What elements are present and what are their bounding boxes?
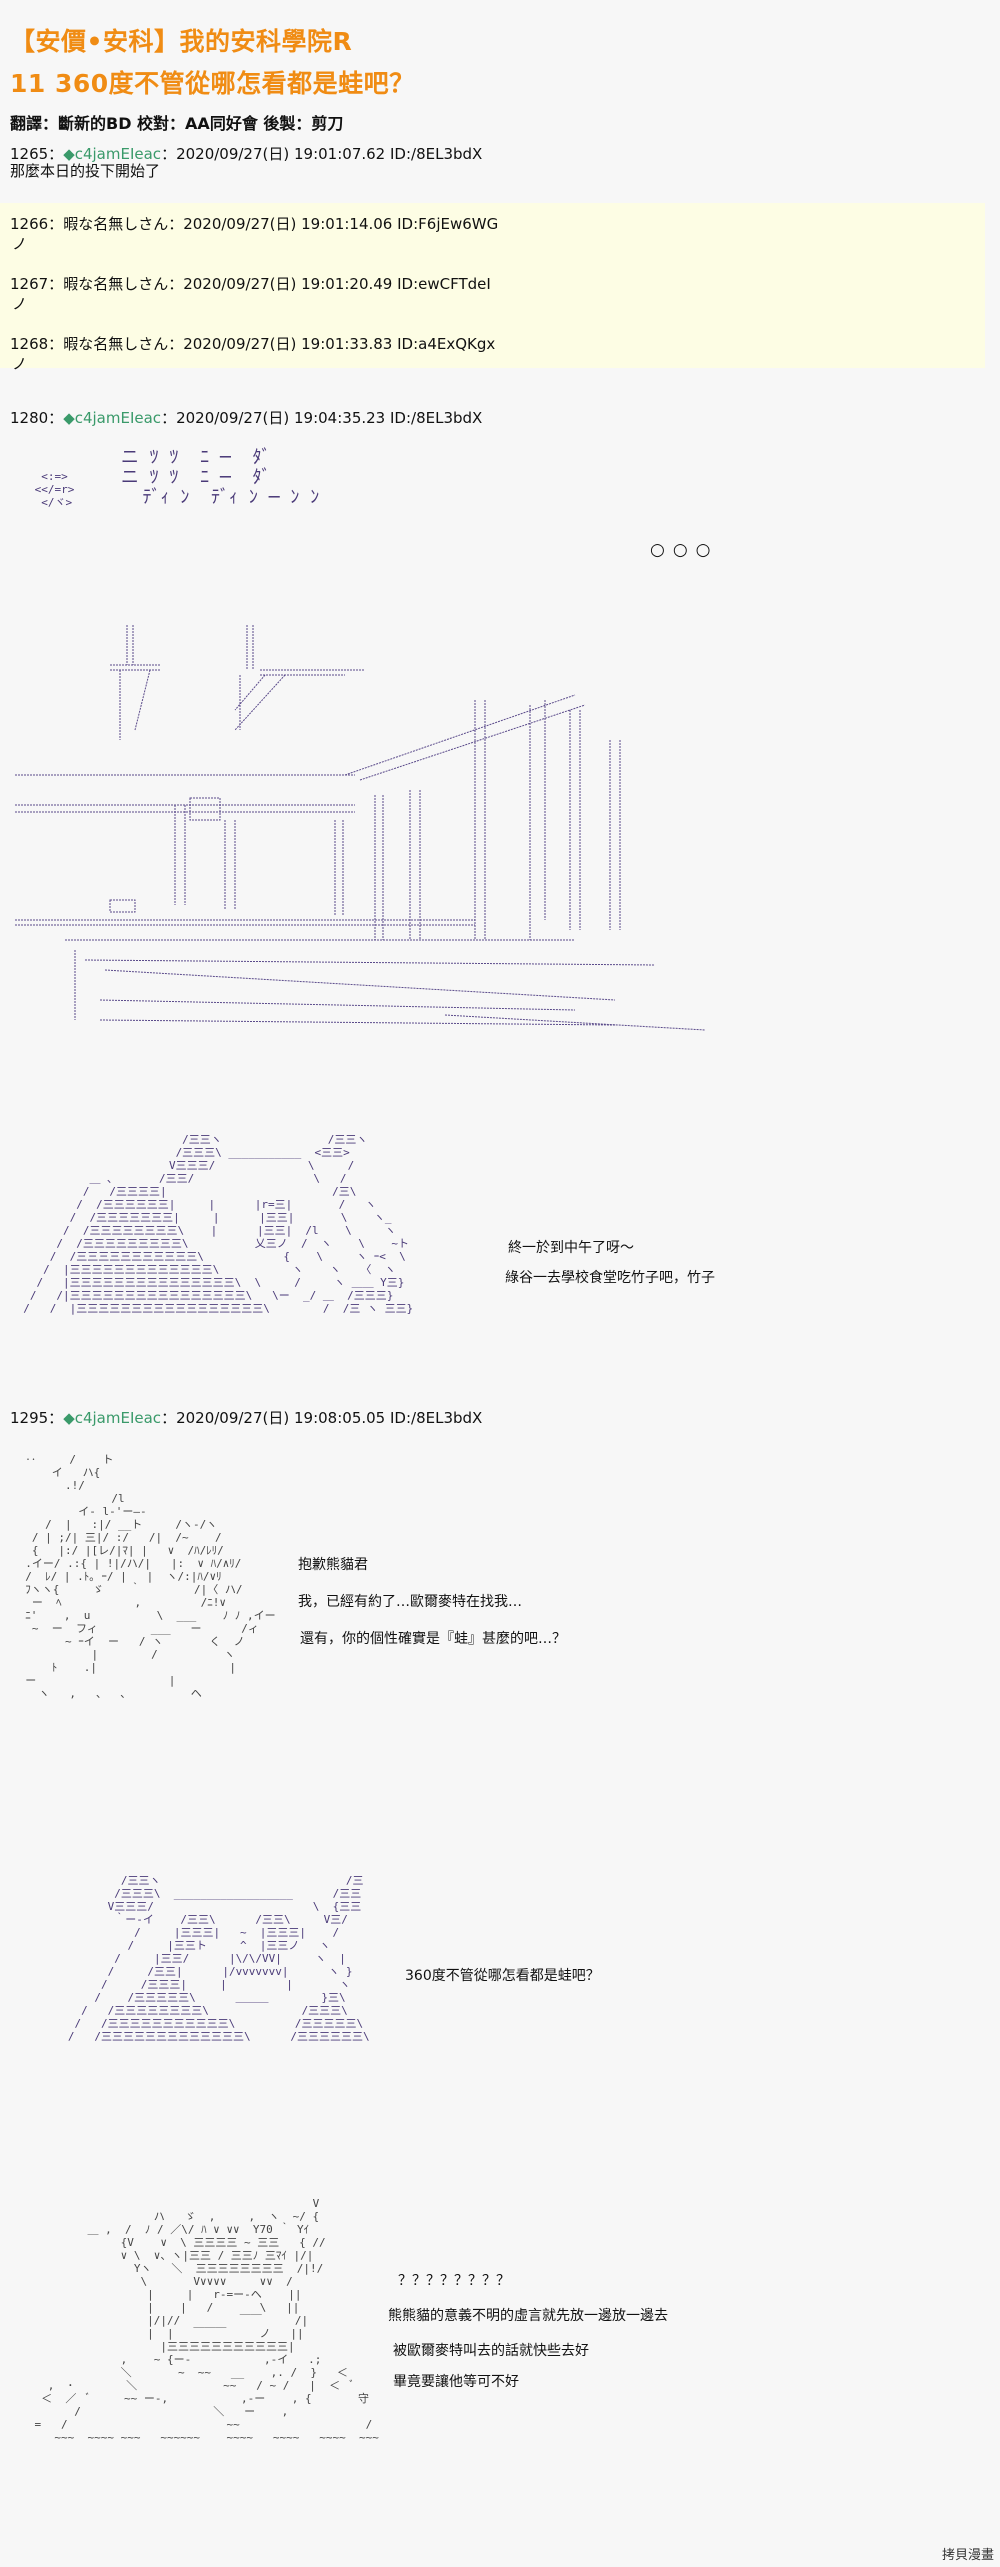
ascii-art-sound-effect: ニ ﾂ ﾂ ﾆ ─ ﾀﾞ ニ ﾂ ﾂ ﾆ ─ ﾀﾞ ﾃﾞｨ ﾝ ﾃﾞｨ ﾝ ─ … xyxy=(120,447,320,508)
reply-highlight-block xyxy=(0,203,985,368)
chapter-title: 11 360度不管從哪怎看都是蛙吧？ xyxy=(10,69,415,98)
poster-trip: ◆c4jamEIeac xyxy=(63,145,162,163)
dialog-line: 畢竟要讓他等可不好 xyxy=(393,2374,519,2390)
post-header-1265: 1265：◆c4jamEIeac：2020/09/27(日) 19:01:07.… xyxy=(10,145,483,163)
ascii-art-classroom xyxy=(15,625,705,1031)
post-header-1268: 1268：暇な名無しさん：2020/09/27(日) 19:01:33.83 I… xyxy=(10,335,496,353)
dialog-line: 被歐爾麥特叫去的話就快些去好 xyxy=(393,2343,589,2359)
ellipsis-circles: ○○○ xyxy=(650,540,719,560)
dialog-line: 我，已經有約了…歐爾麥特在找我… xyxy=(298,1594,522,1610)
ascii-art-panda-boy: /三三ヽ /三三ヽ /三三三\ ___________ <三三> V三三三/ \… xyxy=(23,1133,414,1315)
post-header-1267: 1267：暇な名無しさん：2020/09/27(日) 19:01:20.49 I… xyxy=(10,275,491,293)
post-body-1268: ノ xyxy=(12,355,28,373)
dialog-line: 熊熊貓的意義不明的虛言就先放一邊放一邊去 xyxy=(388,2308,668,2324)
ascii-art-panda-face: /三三ヽ /三 /三三三\ __________________ /三三 V三三… xyxy=(67,1874,370,2043)
ascii-art-frog-girl: ‥ / ト イ ハ{ .!/ /l イ- l-'ー―- / | :|/ __ト … xyxy=(25,1453,276,1700)
dialog-line: 綠谷一去學校食堂吃竹子吧，竹子 xyxy=(505,1270,715,1286)
dialog-line: ？？？？？？？？ xyxy=(398,2273,510,2289)
watermark: 拷貝漫畫 xyxy=(941,2548,994,2563)
ascii-art-bell: <:=> <</=r> </ヾ> xyxy=(34,470,75,509)
post-header-1266: 1266：暇な名無しさん：2020/09/27(日) 19:01:14.06 I… xyxy=(10,215,499,233)
page-title: 【安價•安科】我的安科學院R xyxy=(10,27,353,56)
ascii-art-frog-annoyed: V ハ ゞ , , ヽ ~/ { ＿ , / ﾉ / ／\/ ﾊ ∨ ∨∨ Y7… xyxy=(34,2197,379,2444)
dialog-line: 360度不管從哪怎看都是蛙吧？ xyxy=(405,1968,600,1984)
post-header-1295: 1295：◆c4jamEIeac：2020/09/27(日) 19:08:05.… xyxy=(10,1409,483,1427)
post-body-1266: ノ xyxy=(12,235,28,253)
post-header-1280: 1280：◆c4jamEIeac：2020/09/27(日) 19:04:35.… xyxy=(10,409,483,427)
credits: 翻譯：斷新的BD 校對：AA同好會 後製：剪刀 xyxy=(10,114,344,133)
post-body-1267: ノ xyxy=(12,295,28,313)
post-body-1265: 那麼本日的投下開始了 xyxy=(10,162,161,180)
dialog-line: 還有，你的個性確實是『蛙』甚麼的吧…？ xyxy=(300,1631,566,1647)
dialog-line: 終一於到中午了呀～ xyxy=(508,1240,634,1256)
dialog-line: 抱歉熊貓君 xyxy=(298,1557,368,1573)
